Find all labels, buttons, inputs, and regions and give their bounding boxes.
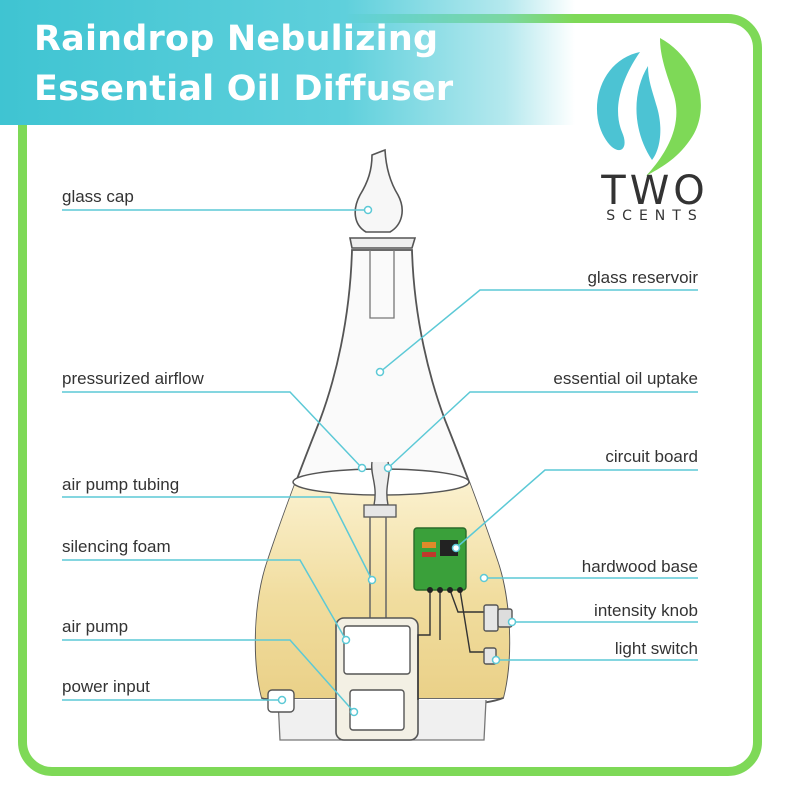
intensity-knob-shape [483, 604, 499, 632]
label-circuit-board: circuit board [605, 447, 698, 466]
label-glass-reservoir: glass reservoir [587, 268, 698, 287]
logo-swirl-icon [596, 38, 701, 176]
component-red [422, 552, 436, 557]
circuit-board-shape [413, 527, 467, 591]
leader-dots [277, 205, 517, 717]
reservoir-neck-tube [369, 250, 395, 319]
nozzle-base [363, 504, 397, 518]
leader-lines [62, 209, 698, 713]
label-essential-oil-uptake: essential oil uptake [553, 369, 698, 388]
title-line-1: Raindrop Nebulizing [34, 19, 439, 59]
label-intensity-knob: intensity knob [594, 601, 698, 620]
logo-word: TWO [601, 168, 709, 214]
title-line-2: Essential Oil Diffuser [34, 69, 454, 109]
wires [417, 589, 484, 700]
chip-shape [440, 540, 458, 556]
title-banner: Raindrop Nebulizing Essential Oil Diffus… [0, 0, 575, 125]
glass-cap-shape [354, 148, 403, 233]
cap-collar [349, 237, 417, 249]
label-light-switch: light switch [614, 639, 698, 658]
label-air-pump-tubing: air pump tubing [62, 475, 180, 494]
air-pump-tubing-shape [369, 517, 387, 620]
label-glass-cap: glass cap [62, 187, 134, 206]
logo-sub: SCENTS [606, 208, 704, 224]
silencing-foam-shape [343, 625, 411, 675]
label-hardwood-base: hardwood base [581, 557, 698, 576]
label-pressurized-airflow: pressurized airflow [62, 369, 204, 388]
air-pump-shape [349, 689, 405, 731]
label-air-pump: air pump [62, 617, 129, 636]
component-orange [422, 542, 436, 548]
label-power-input: power input [62, 677, 150, 696]
label-silencing-foam: silencing foam [62, 537, 171, 556]
